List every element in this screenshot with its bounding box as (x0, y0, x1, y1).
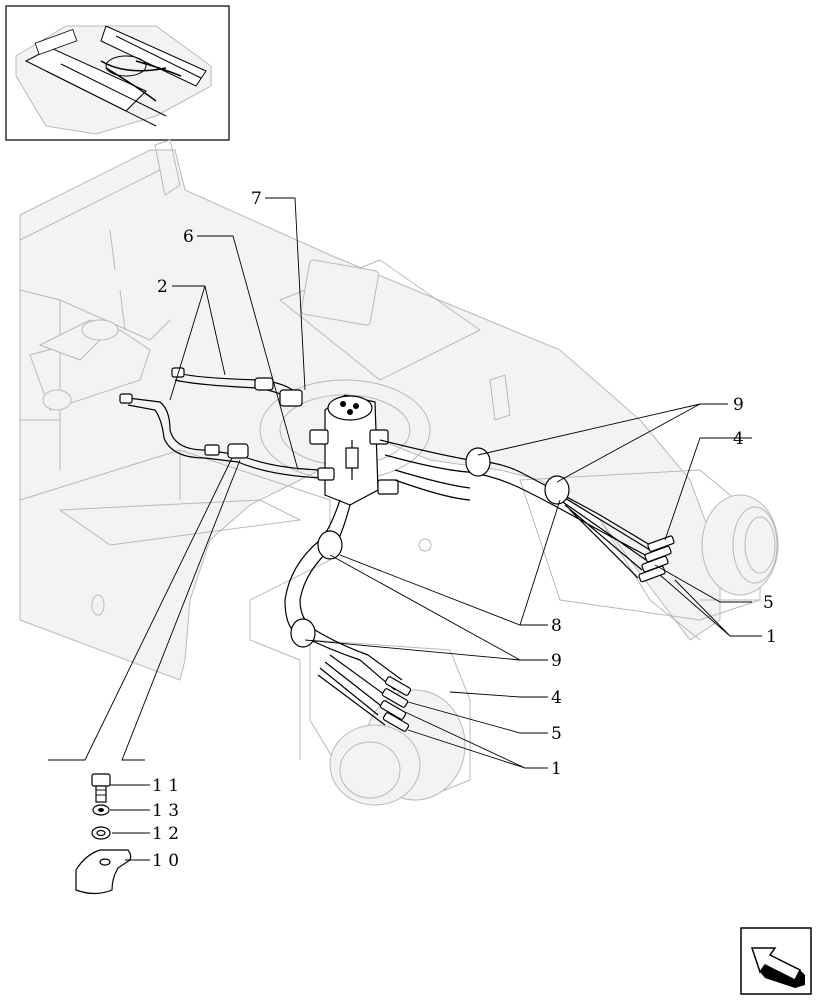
callout-5-upper: 5 (763, 593, 774, 613)
bolt-part (91, 773, 111, 803)
part-label-12: 1 2 (152, 824, 179, 844)
callout-9-upper: 9 (733, 395, 744, 415)
callout-6: 6 (183, 227, 194, 247)
hydraulic-assembly (119, 367, 675, 732)
callout-8: 8 (551, 616, 562, 636)
callout-labels: 7 6 2 9 4 5 1 8 9 4 5 1 1 1 1 3 1 2 1 0 (152, 189, 777, 871)
clamp-part (75, 849, 132, 895)
overview-thumbnail[interactable] (5, 5, 230, 141)
washer-part (92, 804, 110, 816)
callout-1-upper: 1 (766, 627, 777, 647)
part-label-13: 1 3 (152, 801, 179, 821)
callout-1-lower: 1 (551, 759, 562, 779)
callout-5-lower: 5 (551, 724, 562, 744)
callout-9-lower: 9 (551, 651, 562, 671)
callout-4-lower: 4 (551, 688, 562, 708)
part-label-11: 1 1 (152, 776, 179, 796)
callout-4-upper: 4 (733, 429, 744, 449)
part-label-10: 1 0 (152, 851, 179, 871)
callout-7: 7 (251, 189, 262, 209)
bracket-detail (75, 773, 150, 895)
lock-washer-part (91, 826, 111, 840)
leader-lines (48, 197, 762, 769)
callout-2: 2 (157, 277, 168, 297)
return-arrow-icon[interactable] (740, 927, 812, 995)
